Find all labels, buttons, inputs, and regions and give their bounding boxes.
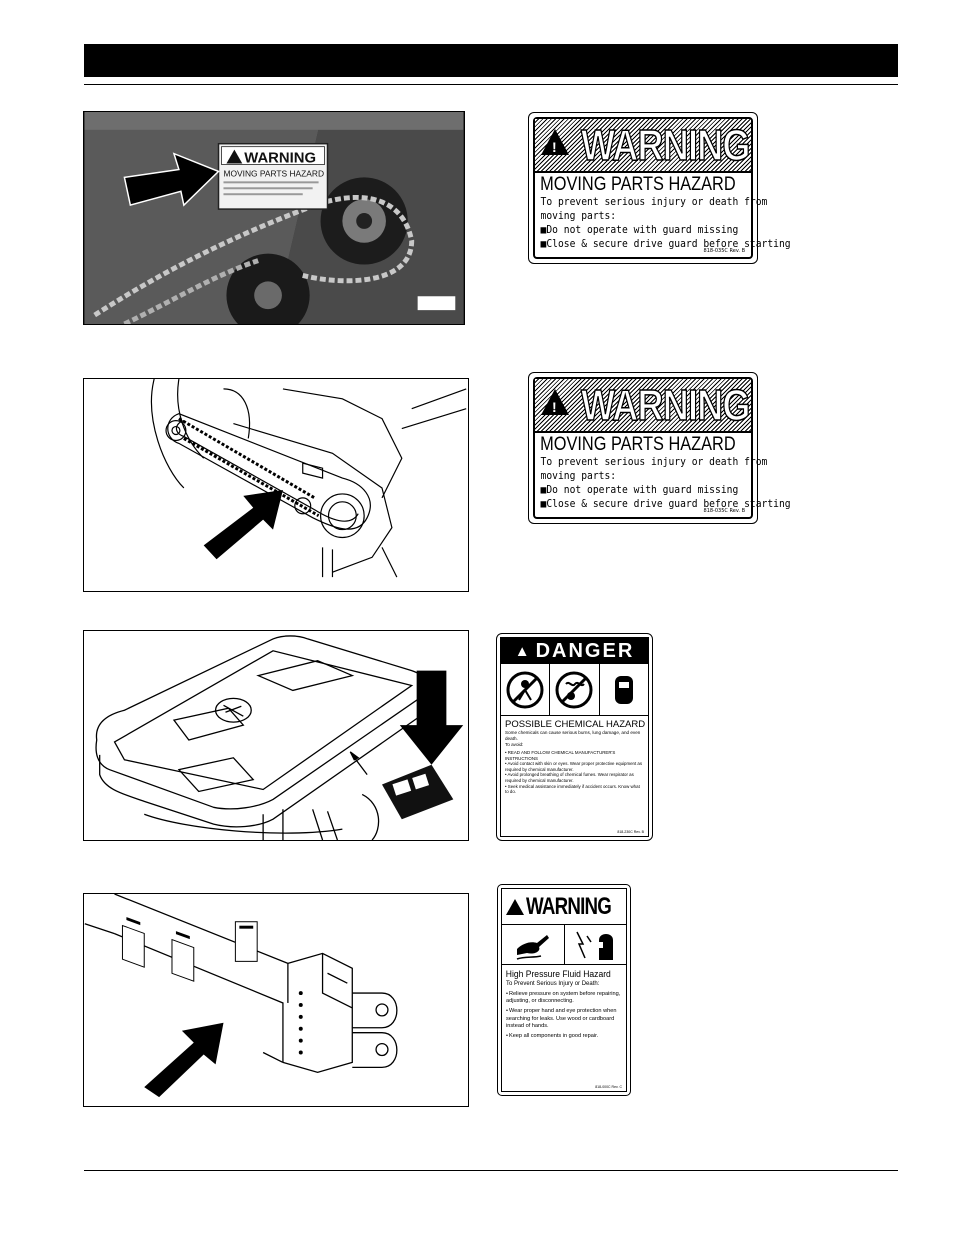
header-rule xyxy=(84,84,898,85)
signal-word: WARNING xyxy=(580,121,751,171)
moving-parts-warning-decal-2: ! WARNING MOVING PARTS HAZARD To prevent… xyxy=(528,372,791,524)
decal-code: 818-230C Rev. B xyxy=(617,830,644,834)
hazard-bullet-2: ■Close & secure drive guard before start… xyxy=(540,498,791,510)
danger-intro: Some chemicals can cause serious burns, … xyxy=(505,730,641,741)
hp-pictograms xyxy=(502,925,626,965)
hitch-tongue-drawing-art xyxy=(84,894,398,1098)
face-spray-icon xyxy=(565,925,627,964)
hp-header: WARNING xyxy=(502,889,626,925)
tank-lid-drawing-art xyxy=(95,635,464,840)
header-bar xyxy=(84,44,898,77)
hitch-tongue-drawing xyxy=(83,893,469,1107)
footer-rule xyxy=(84,1170,898,1171)
chain-drive-photo-art: WARNING MOVING PARTS HAZARD xyxy=(84,112,464,324)
list-item: Seek medical assistance immediately if a… xyxy=(505,784,644,795)
hazard-line-2: moving parts: xyxy=(540,210,617,222)
danger-pictograms xyxy=(501,664,648,716)
list-item: Avoid prolonged breathing of chemical fu… xyxy=(505,772,644,783)
hazard-line-1: To prevent serious injury or death from xyxy=(540,456,768,468)
hand-injection-icon xyxy=(502,925,565,964)
chain-guard-drawing-art xyxy=(150,379,467,578)
list-item: Wear proper hand and eye protection when… xyxy=(506,1008,622,1030)
list-item: Relieve pressure on system before repair… xyxy=(506,991,622,1005)
hazard-line-1: To prevent serious injury or death from xyxy=(540,196,768,208)
photo-sticker-title: MOVING PARTS HAZARD xyxy=(223,168,324,178)
signal-word: WARNING xyxy=(526,892,612,920)
moving-parts-warning-decal-1: ! WARNING MOVING PARTS HAZARD To prevent… xyxy=(528,112,791,264)
danger-to-avoid: To avoid: xyxy=(505,742,524,747)
danger-title: POSSIBLE CHEMICAL HAZARD xyxy=(505,719,646,730)
hp-list: Relieve pressure on system before repair… xyxy=(502,989,626,1040)
hp-title: High Pressure Fluid Hazard xyxy=(505,969,611,979)
danger-list: READ AND FOLLOW CHEMICAL MANUFACTURER'S … xyxy=(501,748,648,795)
list-item: Avoid contact with skin or eyes. Wear pr… xyxy=(505,761,644,772)
decal-code: 818-035C Rev. B xyxy=(703,248,745,254)
signal-word: DANGER xyxy=(535,639,635,662)
list-item: READ AND FOLLOW CHEMICAL MANUFACTURER'S … xyxy=(505,750,644,761)
danger-header: ▲ DANGER xyxy=(501,638,648,664)
decal-code: 818-000C Rev. C xyxy=(595,1085,622,1089)
no-splash-icon xyxy=(501,664,551,715)
danger-triangle-icon: ▲ xyxy=(514,642,532,660)
respirator-icon xyxy=(600,664,648,715)
hp-subtitle: To Prevent Serious Injury or Death: xyxy=(506,981,600,987)
high-pressure-warning-decal: WARNING High Pressure Fluid Hazard To Pr… xyxy=(497,884,631,1096)
hazard-bullet-2: ■Close & secure drive guard before start… xyxy=(540,238,791,250)
tank-lid-drawing xyxy=(83,630,469,841)
chemical-danger-decal: ▲ DANGER POSSIBLE CHEMICAL HAZARD Some c… xyxy=(496,633,653,841)
hazard-bullet-1: ■Do not operate with guard missing xyxy=(540,224,739,236)
warning-triangle-icon xyxy=(506,898,524,915)
decal-header: ! WARNING xyxy=(535,379,751,433)
warning-triangle-icon xyxy=(541,389,569,415)
hazard-line-2: moving parts: xyxy=(540,470,617,482)
chain-guard-drawing xyxy=(83,378,469,592)
no-fumes-icon xyxy=(550,664,600,715)
photo-sticker-word: WARNING xyxy=(244,151,316,167)
hazard-bullet-1: ■Do not operate with guard missing xyxy=(540,484,739,496)
hazard-title: MOVING PARTS HAZARD xyxy=(540,434,736,455)
chain-drive-photo: WARNING MOVING PARTS HAZARD xyxy=(83,111,465,325)
decal-code: 818-035C Rev. B xyxy=(703,508,745,514)
signal-word: WARNING xyxy=(580,381,751,431)
warning-triangle-icon xyxy=(541,129,569,155)
hazard-title: MOVING PARTS HAZARD xyxy=(540,174,736,195)
list-item: Keep all components in good repair. xyxy=(506,1033,622,1040)
decal-header: ! WARNING xyxy=(535,119,751,173)
